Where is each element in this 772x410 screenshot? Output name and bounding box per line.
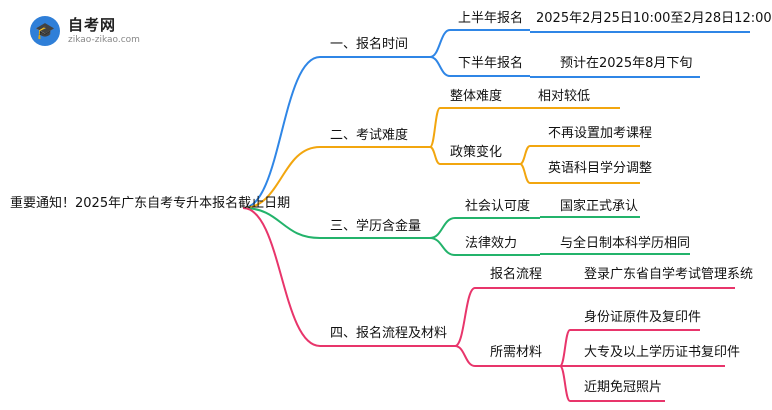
subtopic[interactable]: 政策变化: [450, 145, 503, 160]
detail-connector: [559, 365, 571, 402]
detail-item[interactable]: 与全日制本科学历相同: [560, 236, 691, 251]
subtopic-connector: [429, 29, 451, 58]
site-logo[interactable]: 🎓 自考网 zikao-zikao.com: [30, 14, 140, 54]
detail-connector: [519, 163, 531, 184]
branch-connector: [242, 56, 321, 209]
branch-connector: [242, 207, 321, 239]
subtopic[interactable]: 下半年报名: [458, 56, 524, 71]
detail-connector: [519, 145, 531, 165]
subtopic[interactable]: 法律效力: [465, 236, 518, 251]
detail-item[interactable]: 英语科目学分调整: [548, 161, 653, 176]
branch-topic[interactable]: 三、学历含金量: [330, 219, 422, 234]
branch-connector: [242, 146, 321, 209]
site-name: 自考网: [68, 16, 117, 34]
subtopic[interactable]: 上半年报名: [458, 11, 524, 26]
detail-item[interactable]: 预计在2025年8月下旬: [560, 56, 693, 71]
mind-map: 重要通知！2025年广东自考专升本报名截止日期 一、报名时间 上半年报名 2025年2…: [10, 11, 772, 402]
subtopic-connector: [454, 345, 476, 367]
subtopic-connector: [429, 237, 456, 256]
branch-topic[interactable]: 一、报名时间: [330, 37, 409, 52]
subtopic[interactable]: 所需材料: [490, 345, 543, 360]
site-url: zikao-zikao.com: [68, 35, 140, 45]
detail-item[interactable]: 相对较低: [538, 89, 591, 104]
subtopic[interactable]: 报名流程: [490, 267, 543, 282]
detail-item[interactable]: 不再设置加考课程: [548, 126, 653, 141]
detail-item[interactable]: 2025年2月25日10:00至2月28日12:00: [536, 11, 772, 26]
detail-connector: [559, 329, 571, 367]
branch-topic[interactable]: 二、考试难度: [330, 128, 409, 143]
detail-item[interactable]: 大专及以上学历证书复印件: [584, 345, 741, 360]
subtopic[interactable]: 社会认可度: [465, 199, 531, 214]
root-topic[interactable]: 重要通知！2025年广东自考专升本报名截止日期: [10, 196, 291, 211]
subtopic-connector: [429, 107, 441, 148]
mind-map-connectors: [242, 29, 750, 402]
detail-item[interactable]: 身份证原件及复印件: [584, 310, 702, 325]
subtopic-connector: [429, 56, 451, 77]
subtopic-connector: [429, 146, 441, 165]
detail-item[interactable]: 登录广东省自学考试管理系统: [584, 267, 754, 282]
detail-item[interactable]: 近期免冠照片: [584, 380, 663, 395]
subtopic[interactable]: 整体难度: [450, 89, 503, 104]
graduation-cap-icon: 🎓: [30, 16, 60, 46]
subtopic-connector: [429, 217, 456, 239]
branch-topic[interactable]: 四、报名流程及材料: [330, 326, 448, 341]
branch-connector: [242, 207, 321, 347]
detail-item[interactable]: 国家正式承认: [560, 199, 639, 214]
subtopic-connector: [454, 287, 476, 347]
